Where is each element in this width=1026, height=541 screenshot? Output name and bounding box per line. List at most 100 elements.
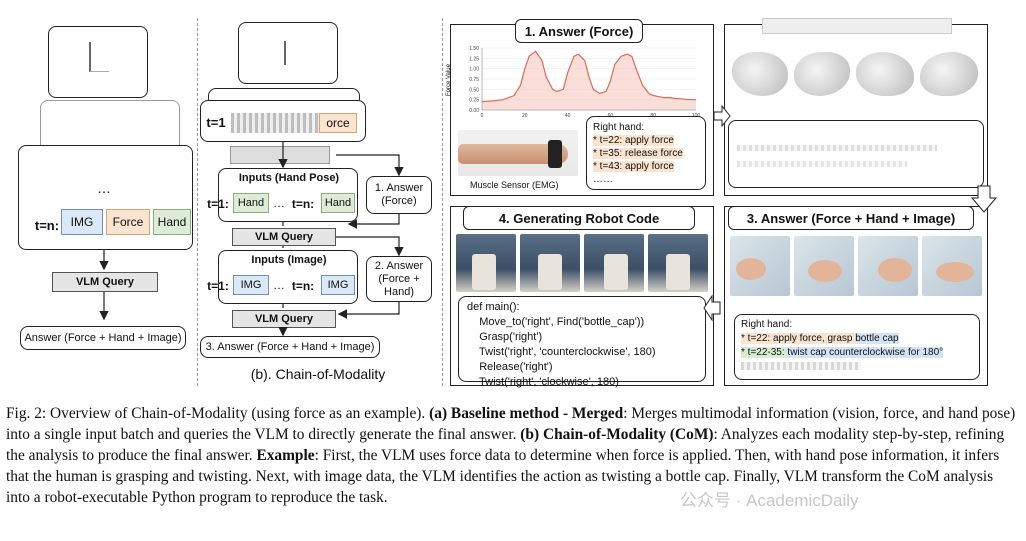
y-tick-label: 0.50: [469, 87, 479, 93]
hand-mesh-3: [856, 52, 914, 96]
panel-b-image-input: Inputs (Image) t=1: IMG … t=n: IMG: [207, 250, 358, 304]
hand-token-1: Hand: [233, 193, 269, 213]
y-tick-label: 1.50: [469, 46, 479, 52]
hand-mesh-1: [732, 52, 788, 96]
x-tick-label: 20: [522, 113, 528, 119]
y-tick-label: 0.25: [469, 98, 479, 104]
y-tick-label: 0.75: [469, 77, 479, 83]
caption-part-1: Fig. 2: Overview of Chain-of-Modality (u…: [6, 405, 430, 422]
hand-token: Hand: [153, 209, 191, 235]
blurred-line: [741, 362, 861, 370]
robot-code-box: def main(): Move_to('right', Find('bottl…: [458, 296, 706, 388]
blurred-plot: [284, 41, 298, 65]
hand-photo-2: [794, 236, 854, 296]
forearm: [458, 144, 568, 164]
hand-photo-1: [730, 236, 790, 296]
code-line-6: Twist('right', 'clockwise', 180): [467, 376, 619, 388]
ellipsis: …: [273, 278, 285, 292]
hand-token-n: Hand: [321, 193, 355, 213]
robot-photo-2: [520, 234, 580, 292]
caption-part-4: : First, the VLM uses force data to dete…: [6, 447, 1000, 506]
code-line-4: Twist('right', 'counterclockwise', 180): [467, 346, 656, 358]
watermark: 公众号 · AcademicDaily: [680, 491, 859, 510]
blurred-line: [737, 161, 907, 167]
force-line: [481, 50, 697, 103]
hand-photo-3: [858, 236, 918, 296]
caption-bold-merged: (a) Baseline method - Merged: [429, 405, 624, 422]
y-tick-label: 1.00: [469, 67, 479, 73]
image-answer-box: Right hand: * t=22: apply force, grasp b…: [734, 314, 980, 380]
force-chart: 1.501.251.000.750.500.250.00020406080100: [469, 46, 700, 119]
robot-photo-1: [456, 234, 516, 292]
t1-colon: t=1:: [207, 279, 229, 293]
panel-b-answer-2: 2. Answer (Force + Hand): [366, 256, 432, 302]
ellipsis: …: [273, 196, 285, 210]
panel-b-vlm-query-1: VLM Query: [232, 228, 336, 246]
figure-caption: Fig. 2: Overview of Chain-of-Modality (u…: [6, 403, 1018, 508]
image-answer-head: Right hand:: [741, 319, 793, 330]
step4-title: 4. Generating Robot Code: [463, 206, 695, 230]
caption-part-2: : Merges multimodal information (vision,…: [6, 405, 1016, 443]
force-answer-line-3: * t=43: apply force: [593, 161, 674, 172]
img-token: IMG: [61, 209, 103, 235]
t1-colon: t=1:: [207, 197, 229, 211]
hand-photo-4: [922, 236, 982, 296]
image-answer-line-1a: * t=22: apply force, grasp: [741, 333, 856, 344]
y-axis-label: Force Value: [446, 64, 452, 96]
img-token-n: IMG: [321, 275, 355, 295]
robot-photo-4: [648, 234, 708, 292]
hand-mesh-2: [794, 52, 850, 96]
panel-b-label: (b). Chain-of-Modality: [250, 366, 386, 382]
caption-bold-com: (b) Chain-of-Modality (CoM): [520, 426, 714, 443]
y-tick-label: 0.00: [469, 108, 479, 114]
panel-a-input-frame-1: [48, 26, 148, 98]
panel-b-frame-1: [238, 22, 338, 84]
sensor-label: Muscle Sensor (EMG): [470, 180, 559, 190]
force-answer-head: Right hand:: [593, 122, 645, 133]
blurred-force-tokens: [231, 113, 323, 133]
code-line-3: Grasp('right'): [467, 331, 543, 343]
force-area: [482, 51, 696, 110]
panel-a-answer: Answer (Force + Hand + Image): [20, 326, 186, 350]
force-answer-line-2: * t=35: release force: [593, 148, 683, 159]
image-answer-line-2a: * t=22-35:: [741, 347, 788, 358]
tn-colon: t=n:: [291, 279, 315, 293]
sensor-band: [548, 140, 562, 168]
hand-mesh-4: [920, 52, 978, 96]
step1-title: 1. Answer (Force): [515, 19, 643, 43]
panel-b-answer-1: 1. Answer (Force): [366, 176, 432, 214]
code-line-5: Release('right'): [467, 361, 553, 373]
code-line-1: def main():: [467, 301, 520, 313]
force-answer-box: Right hand: * t=22: apply force * t=35: …: [586, 116, 706, 190]
panel-b-answer-3: 3. Answer (Force + Hand + Image): [200, 336, 380, 358]
image-answer-line-2b: twist cap counterclockwise for 180°: [787, 347, 944, 358]
panel-a-vlm-query: VLM Query: [52, 272, 158, 292]
panel-b-vlm-query-2: VLM Query: [232, 310, 336, 328]
inputs-hand-pose: Inputs (Hand Pose): [238, 172, 340, 184]
robot-photo-3: [584, 234, 644, 292]
step2-title-blurred: [762, 18, 952, 34]
panel-b-hand-input: Inputs (Hand Pose) t=1: Hand … t=n: Hand: [207, 168, 358, 222]
blurred-line: [737, 145, 937, 151]
blurred-plot: [89, 42, 109, 72]
separator-a-b: [197, 18, 198, 386]
arm-photo: [458, 130, 578, 176]
panel-b-force-input: t=1 orce: [200, 100, 366, 142]
force-token: Force: [106, 209, 150, 235]
caption-bold-example: Example: [256, 447, 315, 464]
x-tick-label: 40: [565, 113, 571, 119]
y-tick-label: 1.25: [469, 56, 479, 62]
x-tick-label: 0: [481, 113, 484, 119]
force-answer-ellipsis: ……: [593, 174, 613, 185]
t1-label: t=1: [206, 114, 226, 130]
t-n-label: t=n:: [34, 217, 60, 233]
image-answer-line-1b: bottle cap: [855, 333, 899, 344]
caption-part-3: : Analyzes each modality step-by-step, r…: [6, 426, 1005, 464]
img-token-1: IMG: [233, 275, 269, 295]
panel-b-arrows: [278, 142, 404, 337]
tn-colon: t=n:: [291, 197, 315, 211]
force-answer-line-1: * t=22: apply force: [593, 135, 674, 146]
inputs-image: Inputs (Image): [251, 254, 327, 266]
panel-a-arrows: [99, 250, 109, 321]
step3-title: 3. Answer (Force + Hand + Image): [728, 206, 974, 230]
